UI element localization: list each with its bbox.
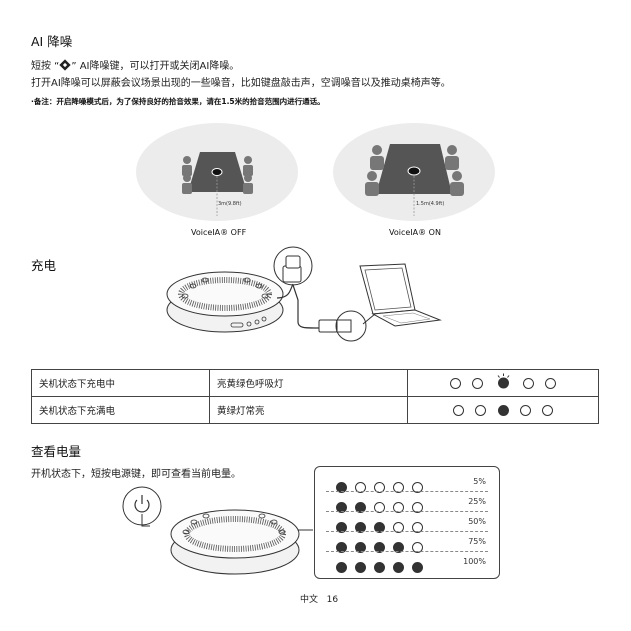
ai-off-label: VoiceIA® OFF — [191, 228, 246, 237]
charging-illustration — [165, 240, 495, 350]
table-cell-light: 亮黄绿色呼吸灯 — [210, 370, 408, 397]
battery-row-divider — [326, 551, 488, 552]
led-dot-lit — [498, 405, 509, 416]
led-dot-lit — [374, 562, 385, 573]
ai-off-diagram — [135, 120, 300, 225]
footer-page-number: 中文 16 — [300, 592, 338, 605]
table-cell-state: 关机状态下充满电 — [32, 397, 210, 424]
table-cell-light: 黄绿灯常亮 — [210, 397, 408, 424]
battery-percent-label: 75% — [468, 537, 486, 546]
battery-illustration — [120, 484, 315, 589]
ai-on-diagram — [332, 120, 497, 225]
led-dot — [472, 378, 483, 389]
led-dot — [523, 378, 534, 389]
battery-description: 开机状态下，短按电源键，即可查看当前电量。 — [31, 465, 241, 480]
led-dot — [542, 405, 553, 416]
battery-percent-label: 5% — [473, 477, 486, 486]
battery-row-divider — [326, 511, 488, 512]
section-title-ai: AI 降噪 — [31, 31, 72, 50]
table-cell-indicator — [408, 397, 599, 424]
table-row: 关机状态下充电中 亮黄绿色呼吸灯 — [32, 370, 599, 397]
section-title-battery: 查看电量 — [31, 441, 81, 460]
led-breathing-icon — [495, 373, 512, 393]
ai-note: ·备注：开启降噪模式后，为了保持良好的拾音效果，请在1.5米的拾音范围内进行通话… — [31, 96, 325, 107]
ai-description: 打开AI降噪可以屏蔽会议场景出现的一些噪音，比如键盘敲击声，空调噪音以及推动桌椅… — [31, 74, 451, 89]
battery-percent-label: 25% — [468, 497, 486, 506]
ai-instruction-line: 短按 “” AI降噪键，可以打开或关闭AI降噪。 — [31, 57, 239, 74]
led-dot — [520, 405, 531, 416]
battery-level-row: 100% — [336, 554, 486, 572]
led-dot — [475, 405, 486, 416]
battery-percent-label: 50% — [468, 517, 486, 526]
ai-noise-diamond-icon — [59, 59, 71, 74]
battery-level-row: 5% — [336, 474, 486, 492]
led-dot — [450, 378, 461, 389]
table-cell-indicator — [408, 370, 599, 397]
table-cell-state: 关机状态下充电中 — [32, 370, 210, 397]
led-dot-lit — [355, 562, 366, 573]
ai-on-distance: 1.5m(4.9ft) — [416, 201, 444, 207]
led-dot-lit — [393, 562, 404, 573]
led-dot-lit — [412, 562, 423, 573]
battery-level-row: 75% — [336, 534, 486, 552]
table-row: 关机状态下充满电 黄绿灯常亮 — [32, 397, 599, 424]
battery-level-row: 25% — [336, 494, 486, 512]
led-dot-lit — [336, 562, 347, 573]
battery-row-divider — [326, 531, 488, 532]
charge-status-table: 关机状态下充电中 亮黄绿色呼吸灯 关机状态下充满电 黄绿灯常亮 — [31, 369, 599, 424]
section-title-charge: 充电 — [31, 255, 56, 274]
power-icon — [135, 495, 149, 512]
battery-row-divider — [326, 491, 488, 492]
ai-on-label: VoiceIA® ON — [389, 228, 441, 237]
ai-off-distance: 3m(9.8ft) — [218, 201, 242, 207]
battery-led-group — [336, 557, 431, 576]
led-dot — [545, 378, 556, 389]
led-dot — [453, 405, 464, 416]
battery-percent-label: 100% — [463, 557, 486, 566]
battery-level-row: 50% — [336, 514, 486, 532]
